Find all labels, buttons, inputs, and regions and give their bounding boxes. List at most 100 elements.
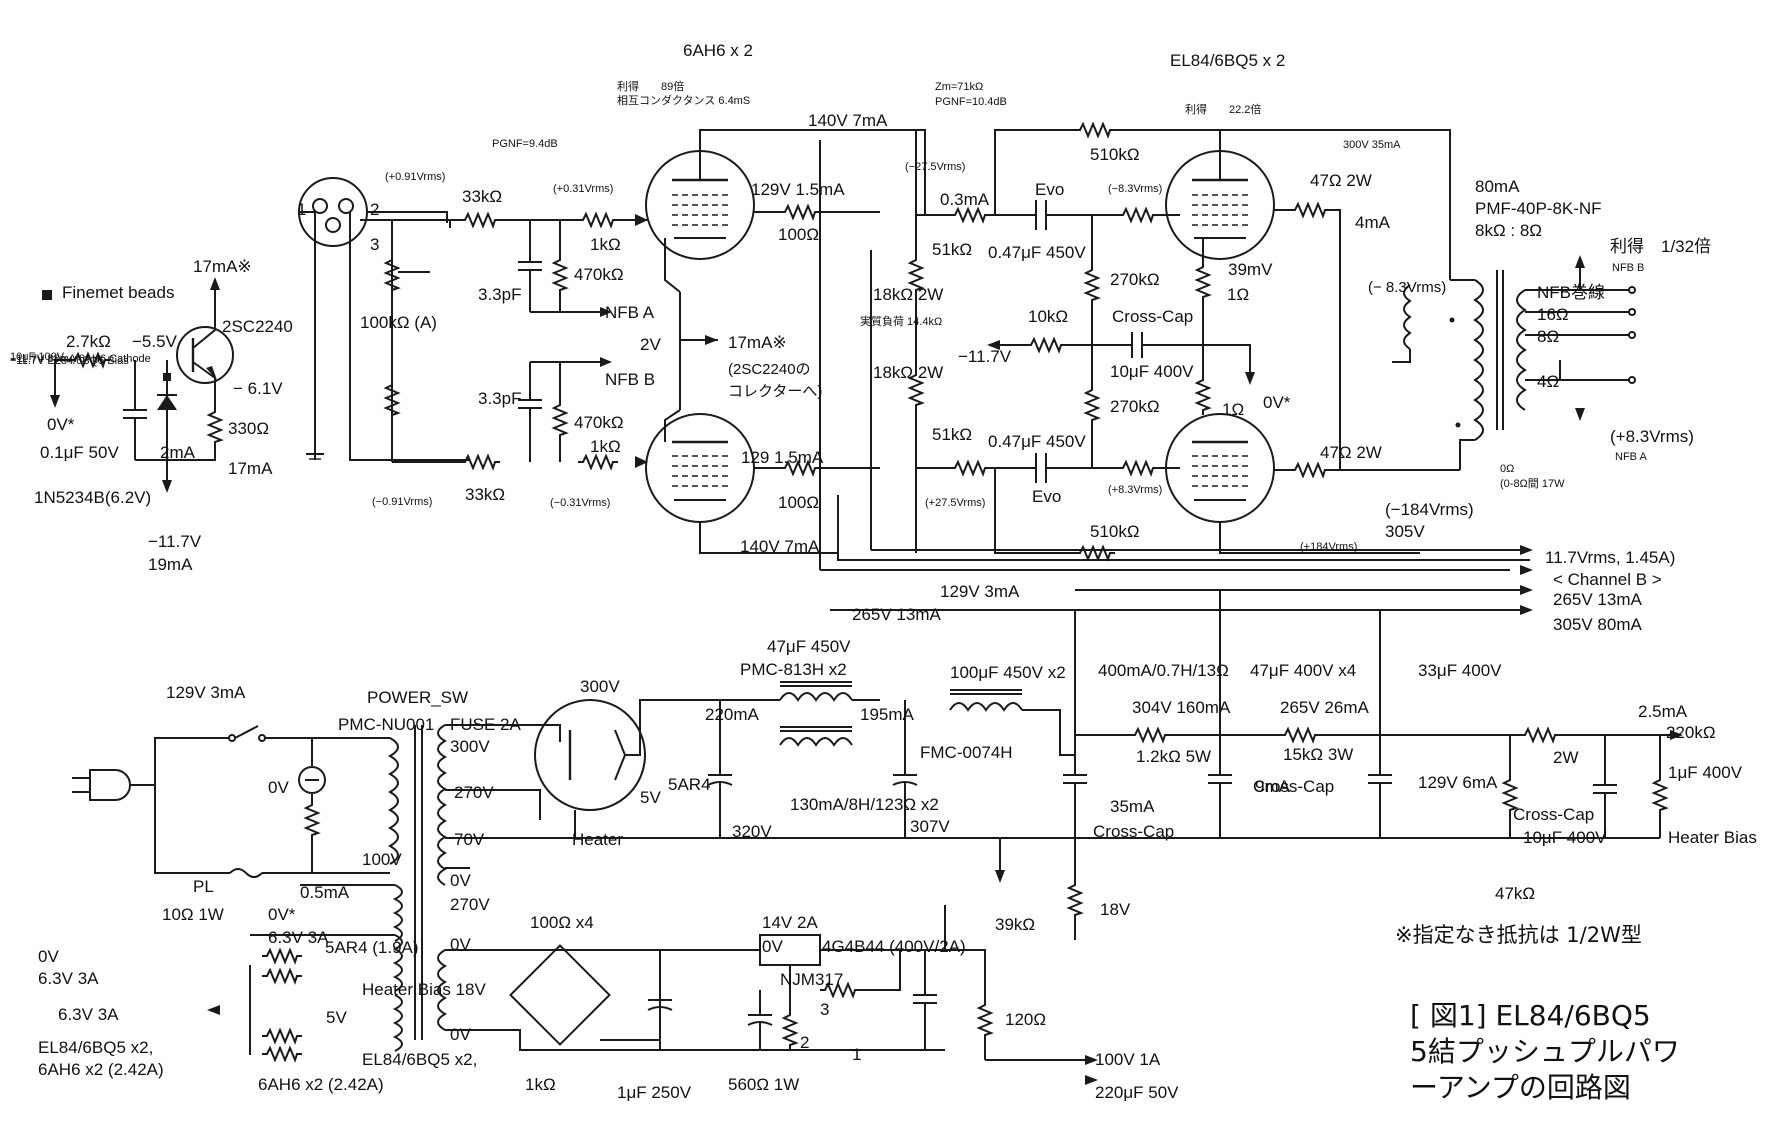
schematic-label: 305V	[1385, 522, 1425, 541]
schematic-label: −11.7V	[958, 347, 1012, 366]
schematic-label: NFB A	[1615, 451, 1647, 463]
schematic-label: EL84/6BQ5 x 2	[1170, 51, 1285, 70]
schematic-label: 100Ω x4	[530, 913, 594, 932]
schematic-label: 0V	[450, 1025, 471, 1044]
schematic-label: Zm=71kΩ	[935, 81, 983, 93]
output-transformer	[1392, 255, 1636, 470]
schematic-label: ーアンプの回路図	[1410, 1071, 1631, 1104]
driver-loads	[837, 130, 1530, 561]
schematic-label: 35mA	[1110, 797, 1155, 816]
schematic-label: 300V 35mA	[1343, 139, 1401, 151]
schematic-label: 100kΩ (A)	[360, 313, 437, 332]
schematic-label: 307V	[910, 817, 950, 836]
schematic-label: 利得 89倍	[617, 79, 684, 93]
schematic-label: NJM317	[780, 970, 843, 989]
schematic-label: (+0.31Vrms)	[553, 183, 613, 195]
schematic-label: 3.3pF	[478, 389, 521, 408]
schematic-label: Heater Bias	[1668, 828, 1757, 847]
schematic-label: 265V 26mA	[1280, 698, 1369, 717]
schematic-label: Heater Bias 18V	[362, 980, 486, 999]
schematic-label: PMC-NU001	[338, 715, 434, 734]
schematic-label: 0V	[762, 937, 783, 956]
schematic-label: 70V	[454, 830, 485, 849]
schematic-label: 510kΩ	[1090, 145, 1140, 164]
schematic-labels: [ 図1] EL84/6BQ55結プッシュプルパワーアンプの回路図※指定なき抵抗…	[10, 41, 1757, 1104]
schematic-label: 5V	[326, 1008, 347, 1027]
schematic-label: 33μF 400V	[1418, 661, 1502, 680]
schematic-label: NFB巻線	[1537, 283, 1605, 302]
schematic-label: Heater	[572, 830, 623, 849]
schematic-label: 8Ω	[1537, 327, 1559, 346]
schematic-label: 265V 13mA	[852, 605, 941, 624]
output-lower	[916, 453, 1180, 560]
schematic-label: 100V	[362, 850, 402, 869]
schematic-label: 0.1μF 50V	[40, 443, 119, 462]
schematic-label: 330Ω	[228, 419, 269, 438]
schematic-label: 1kΩ	[525, 1075, 556, 1094]
schematic-label: (−0.91Vrms)	[372, 496, 432, 508]
schematic-label: 14V 2A	[762, 913, 818, 932]
schematic-label: 0.47μF 450V	[988, 432, 1086, 451]
schematic-label: 220mA	[705, 705, 760, 724]
schematic-label: 510kΩ	[1090, 522, 1140, 541]
schematic-label: 1.2kΩ 5W	[1136, 747, 1211, 766]
schematic-label: 6.3V 3A	[268, 928, 329, 947]
schematic-label: 利得 1/32倍	[1610, 237, 1711, 256]
schematic-label: 1μF 250V	[617, 1083, 692, 1102]
schematic-label: 0Ω	[1500, 463, 1514, 475]
schematic-label: 0.47μF 450V	[988, 243, 1086, 262]
schematic-label: 1Ω	[1222, 400, 1244, 419]
schematic-label: (− 8.3Vrms)	[1368, 279, 1446, 296]
schematic-label: Cross-Cap	[1253, 777, 1334, 796]
schematic-label: 4mA	[1355, 213, 1391, 232]
schematic-label: NFB B	[1612, 262, 1644, 274]
schematic-label: (0-8Ω間 17W	[1500, 477, 1565, 490]
schematic-label: 100μF 450V x2	[950, 663, 1066, 682]
schematic-label: 4Ω	[1537, 372, 1559, 391]
schematic-label: 33kΩ	[462, 187, 502, 206]
schematic-label: Evo	[1035, 180, 1064, 199]
schematic-label: 5V	[640, 788, 661, 807]
schematic-label: 10μF 100V	[10, 351, 65, 363]
driver-tube-top	[645, 129, 926, 293]
schematic-label: 2	[370, 200, 379, 219]
schematic-label: 相互コンダクタンス 6.4mS	[617, 93, 750, 107]
schematic-label: PMF-40P-8K-NF	[1475, 199, 1602, 218]
schematic-label: 120Ω	[1005, 1010, 1046, 1029]
schematic-label: 6AH6 x 2	[683, 41, 753, 60]
schematic-label: 270kΩ	[1110, 270, 1160, 289]
schematic-label: 39mV	[1228, 260, 1273, 279]
schematic-label: 39kΩ	[995, 915, 1035, 934]
schematic-label: POWER_SW	[367, 688, 468, 707]
schematic-label: (+8.3Vrms)	[1108, 484, 1162, 496]
power-supply	[72, 590, 1683, 1085]
schematic-label: −11.7V 38mA 6AH6 Cathode	[10, 353, 151, 365]
schematic-label: (2SC2240の	[728, 361, 811, 378]
schematic-label: −5.5V	[132, 332, 178, 351]
input-jack	[298, 177, 368, 460]
schematic-label: 5AR4 (1.9A)	[325, 938, 419, 957]
schematic-label: 129V 1.5mA	[751, 180, 845, 199]
schematic-label: 51kΩ	[932, 425, 972, 444]
schematic-label: 129V 6mA	[1418, 773, 1498, 792]
schematic-label: 0V*	[1263, 393, 1291, 412]
bias-section	[42, 277, 234, 493]
schematic-label: PMC-813H x2	[740, 660, 847, 679]
schematic-label: (−0.31Vrms)	[550, 497, 610, 509]
schematic-label: 2.7kΩ	[66, 332, 111, 351]
schematic-label: 2.5mA	[1638, 702, 1688, 721]
schematic-label: (+184Vrms)	[1300, 541, 1357, 553]
schematic-label: 3.3pF	[478, 285, 521, 304]
driver-wiring	[349, 211, 648, 469]
schematic-label: 6.3V 3A	[58, 1005, 119, 1024]
schematic-label: 8kΩ : 8Ω	[1475, 221, 1542, 240]
schematic-label: [ 図1] EL84/6BQ5	[1410, 999, 1651, 1032]
schematic-label: 1kΩ	[590, 437, 621, 456]
schematic-label: NFB A	[605, 303, 655, 322]
schematic-label: 140V 7mA	[808, 111, 888, 130]
schematic-label: 305V 80mA	[1553, 615, 1642, 634]
schematic-label: − 6.1V	[233, 379, 283, 398]
schematic-label: 10μF 400V	[1523, 828, 1607, 847]
schematic-label: PGNF=9.4dB	[492, 138, 558, 150]
